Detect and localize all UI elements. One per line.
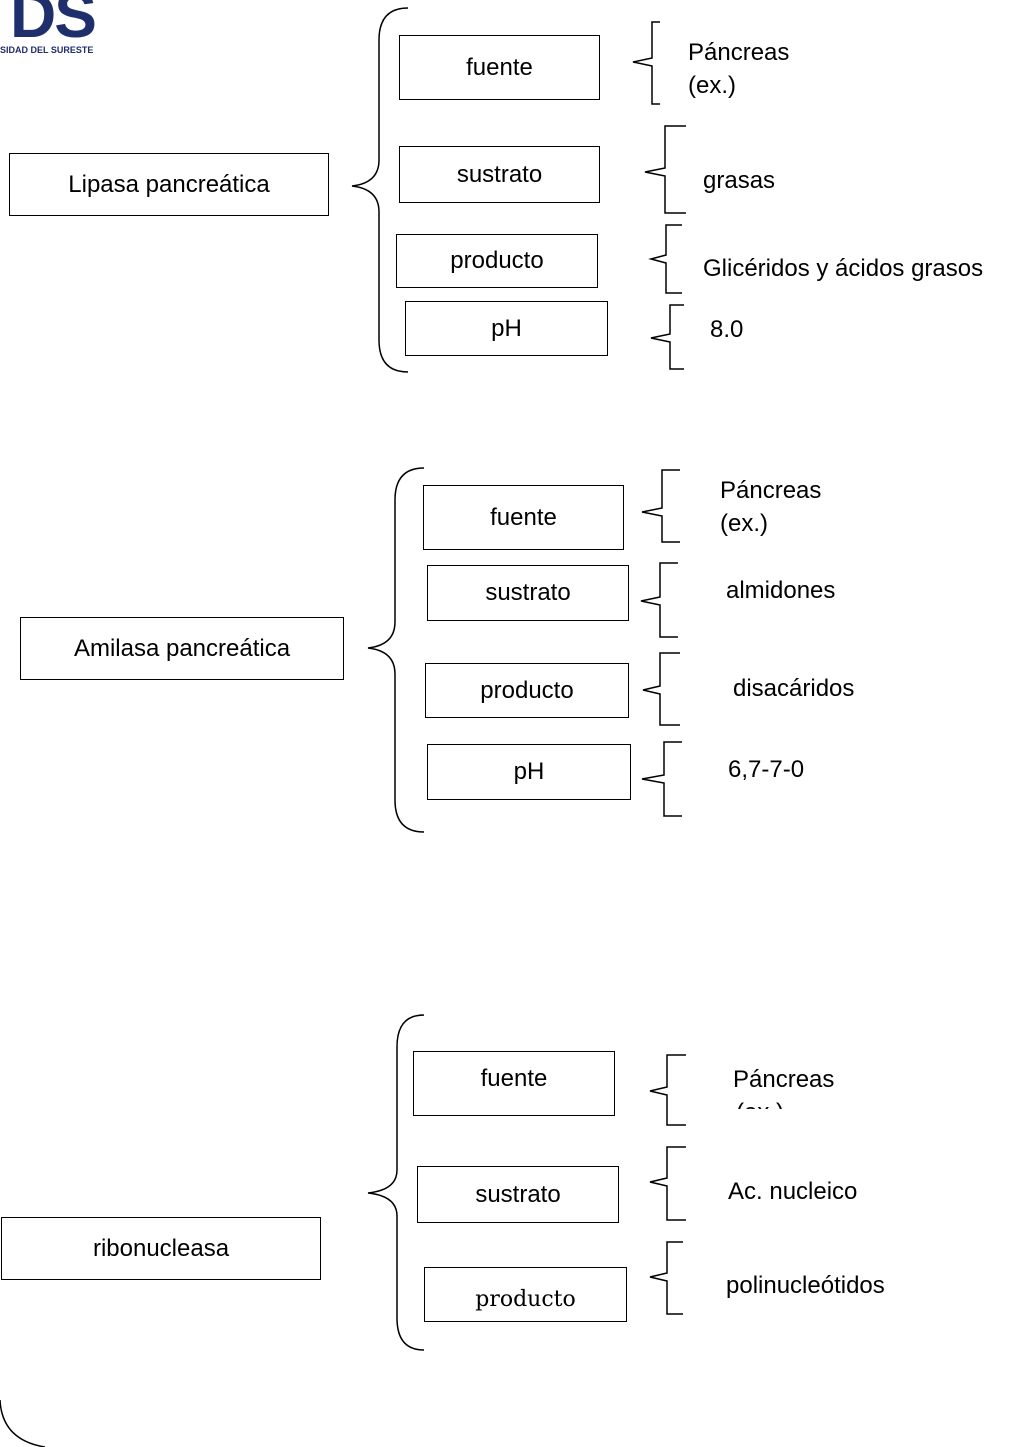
g1-ph-brace — [650, 304, 684, 370]
attribute-label: sustrato — [485, 579, 571, 606]
attribute-box-ph: pH — [427, 744, 631, 800]
attribute-label: fuente — [480, 1064, 548, 1092]
group1-main-brace — [351, 7, 409, 373]
g1-sustrato-brace — [644, 125, 686, 214]
group3-main-brace — [367, 1014, 425, 1351]
attribute-label: pH — [513, 758, 545, 785]
value-fuente: Páncreas — [688, 39, 790, 66]
attribute-label: sustrato — [475, 1180, 561, 1208]
logo-subtitle: SIDAD DEL SURESTE — [0, 45, 94, 55]
value-fuente: Páncreas — [720, 477, 822, 504]
value-fuente-note: (ex.) — [720, 510, 768, 537]
university-logo: DS SIDAD DEL SURESTE — [0, 0, 120, 60]
enzyme-label: ribonucleasa — [92, 1234, 230, 1262]
g2-fuente-brace — [641, 469, 680, 543]
g1-producto-brace — [648, 224, 682, 294]
g1-fuente-brace — [632, 21, 660, 105]
g2-producto-brace — [642, 652, 680, 726]
attribute-box-ph: pH — [405, 301, 608, 356]
enzyme-label: Lipasa pancreática — [68, 170, 270, 198]
bottom-corner-curve — [0, 1399, 46, 1447]
value-ph: 8.0 — [710, 316, 744, 343]
value-producto: disacáridos — [733, 675, 855, 702]
enzyme-box-lipasa: Lipasa pancreática — [9, 153, 329, 216]
attribute-box-fuente: fuente — [413, 1051, 615, 1116]
value-fuente: Páncreas — [733, 1066, 835, 1093]
attribute-box-producto: producto — [396, 234, 598, 288]
attribute-label: producto — [475, 1287, 576, 1312]
logo-letters: DS — [10, 0, 97, 51]
attribute-label: producto — [480, 676, 574, 704]
value-sustrato: grasas — [703, 167, 776, 194]
attribute-box-sustrato: sustrato — [399, 146, 600, 203]
attribute-box-sustrato: sustrato — [427, 565, 629, 621]
g3-sustrato-brace — [649, 1146, 686, 1221]
g3-producto-brace — [649, 1241, 683, 1315]
value-fuente-note: (ex.) — [736, 1097, 784, 1109]
attribute-label: fuente — [466, 53, 533, 81]
attribute-label: fuente — [490, 503, 557, 531]
attribute-box-producto: producto — [425, 663, 629, 718]
value-sustrato: Ac. nucleico — [728, 1178, 858, 1205]
attribute-label: sustrato — [456, 160, 543, 188]
attribute-box-fuente: fuente — [399, 35, 600, 100]
attribute-box-fuente: fuente — [423, 485, 624, 550]
enzyme-box-amilasa: Amilasa pancreática — [20, 617, 344, 680]
enzyme-box-ribonucleasa: ribonucleasa — [1, 1217, 321, 1280]
attribute-box-sustrato: sustrato — [417, 1166, 619, 1223]
value-fuente-note: (ex.) — [688, 72, 736, 99]
value-producto: Glicéridos y ácidos grasos — [703, 255, 984, 282]
group2-main-brace — [367, 467, 425, 833]
enzyme-label: Amilasa pancreática — [73, 634, 291, 662]
value-producto: polinucleótidos — [726, 1272, 885, 1299]
attribute-label: producto — [450, 247, 544, 274]
attribute-box-producto: producto — [424, 1267, 627, 1322]
value-sustrato: almidones — [726, 577, 836, 604]
attribute-label: pH — [491, 314, 522, 342]
g3-fuente-brace — [649, 1054, 686, 1126]
g2-ph-brace — [641, 741, 682, 817]
g2-sustrato-brace — [640, 562, 678, 638]
value-ph: 6,7-7-0 — [728, 756, 805, 783]
